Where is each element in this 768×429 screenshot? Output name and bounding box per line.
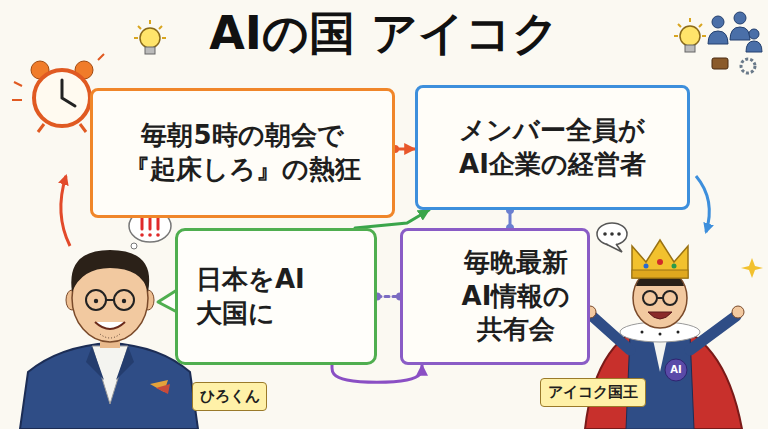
light-bulb	[134, 20, 166, 54]
process-box: 毎朝5時の朝会で『起床しろ』の熱狂	[90, 88, 395, 218]
hiro-portrait	[20, 250, 198, 429]
business-people-icon	[708, 12, 762, 73]
process-box: メンバー全員がAI企業の経営者	[415, 85, 690, 210]
box-text: メンバー全員がAI企業の経営者	[456, 114, 648, 182]
cape-badge-text: AI	[666, 362, 686, 378]
box-text: ひろくん	[200, 387, 260, 407]
speech-bubble	[597, 223, 627, 252]
light-bulb	[674, 18, 706, 52]
process-box: 毎晩最新AI情報の共有会	[400, 228, 590, 365]
box-text: 毎晩最新AI情報の共有会	[458, 246, 574, 347]
speech-box: 日本をAI大国に	[175, 228, 377, 365]
box-text: 毎朝5時の朝会で『起床しろ』の熱狂	[122, 119, 364, 187]
decorative-arrow	[696, 176, 709, 232]
name-badge: ひろくん	[192, 382, 267, 411]
name-badge: アイコク国王	[540, 378, 646, 407]
flow-arrow	[332, 365, 422, 382]
box-text: 日本をAI大国に	[196, 263, 316, 331]
decorative-arrow	[61, 176, 70, 246]
diagram-title: AIの国 アイコク	[0, 6, 768, 61]
box-text: アイコク国王	[548, 383, 638, 403]
